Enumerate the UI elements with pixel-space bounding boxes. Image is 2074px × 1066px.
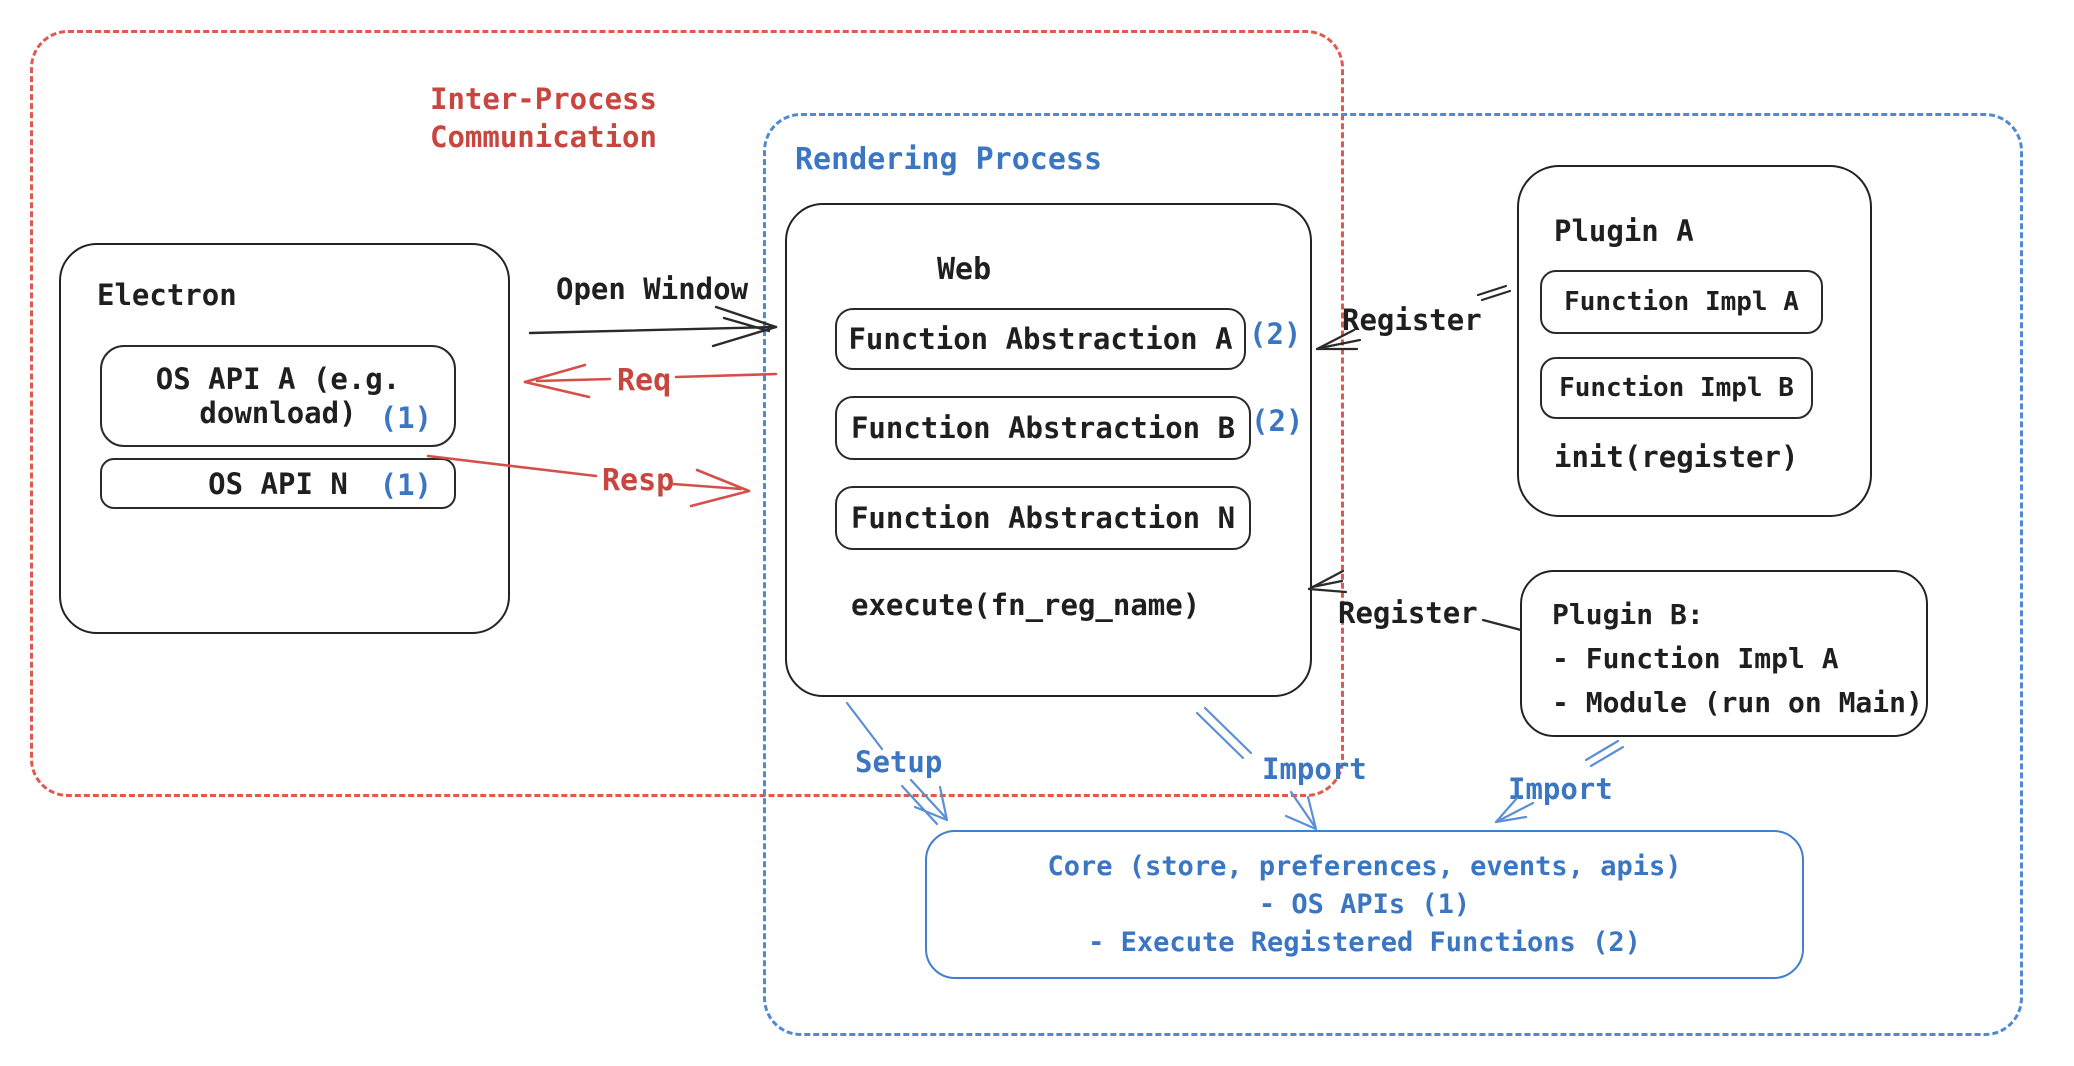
electron-box: Electron OS API A (e.g. download) (1) OS… [59, 243, 510, 634]
ipc-label-line2: Communication [430, 120, 657, 154]
core-line1: Core (store, preferences, events, apis) [1047, 851, 1682, 882]
function-impl-b-label: Function Impl B [1559, 373, 1794, 403]
os-api-a-ref: (1) [379, 401, 432, 435]
core-box: Core (store, preferences, events, apis) … [925, 830, 1804, 979]
function-abstraction-b-box: Function Abstraction B [835, 396, 1251, 460]
os-api-a-line2: download) [199, 396, 357, 430]
function-abstraction-n-label: Function Abstraction N [850, 501, 1236, 535]
os-api-n-ref: (1) [379, 468, 432, 502]
setup-label: Setup [855, 745, 943, 779]
plugin-b-item-impl-a: - Function Impl A [1552, 642, 1839, 675]
function-abstraction-b-label: Function Abstraction B [850, 411, 1236, 445]
plugin-b-item-module: - Module (run on Main) [1552, 686, 1923, 719]
import-web-label: Import [1262, 752, 1367, 786]
plugin-a-title: Plugin A [1554, 214, 1694, 248]
function-abstraction-a-box: Function Abstraction A [835, 308, 1246, 370]
web-title: Web [937, 252, 992, 287]
electron-title: Electron [97, 278, 237, 312]
web-box: Web Function Abstraction A (2) Function … [785, 203, 1312, 697]
req-label: Req [617, 363, 672, 398]
function-impl-a-box: Function Impl A [1540, 270, 1823, 334]
resp-label: Resp [602, 463, 675, 498]
plugin-a-init-text: init(register) [1554, 440, 1799, 474]
function-abstraction-b-ref: (2) [1251, 404, 1304, 438]
plugin-b-box: Plugin B: - Function Impl A - Module (ru… [1520, 570, 1928, 737]
ipc-group-box [30, 30, 1344, 797]
open-window-label: Open Window [556, 272, 749, 306]
os-api-n-label: OS API N [208, 466, 348, 501]
os-api-n-box: OS API N (1) [100, 458, 456, 509]
rendering-group-label: Rendering Process [795, 142, 1103, 177]
ipc-label-line1: Inter-Process [430, 82, 657, 116]
function-impl-a-label: Function Impl A [1564, 287, 1799, 317]
execute-call-text: execute(fn_reg_name) [851, 588, 1201, 622]
function-impl-b-box: Function Impl B [1540, 357, 1813, 419]
rendering-group-box [763, 113, 2023, 1036]
core-line3: - Execute Registered Functions (2) [1088, 927, 1641, 958]
os-api-a-box: OS API A (e.g. download) (1) [100, 345, 456, 447]
os-api-a-line1: OS API A (e.g. [155, 362, 401, 396]
function-abstraction-a-label: Function Abstraction A [848, 322, 1233, 356]
core-line2: - OS APIs (1) [1258, 889, 1471, 920]
register-b-label: Register [1338, 596, 1478, 630]
function-abstraction-a-ref: (2) [1249, 317, 1302, 351]
register-a-label: Register [1342, 303, 1482, 337]
function-abstraction-n-box: Function Abstraction N [835, 486, 1251, 550]
plugin-b-title: Plugin B: [1552, 598, 1704, 631]
import-plugin-label: Import [1508, 772, 1613, 806]
plugin-a-box: Plugin A Function Impl A Function Impl B… [1517, 165, 1872, 517]
